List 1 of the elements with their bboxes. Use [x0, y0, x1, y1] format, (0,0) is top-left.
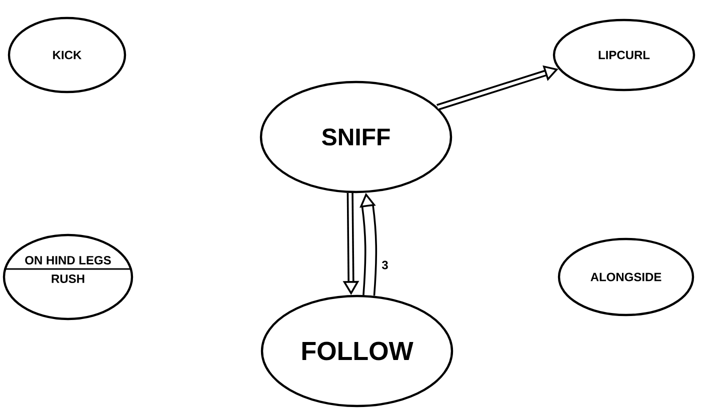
edge-label: 3 — [380, 260, 390, 270]
